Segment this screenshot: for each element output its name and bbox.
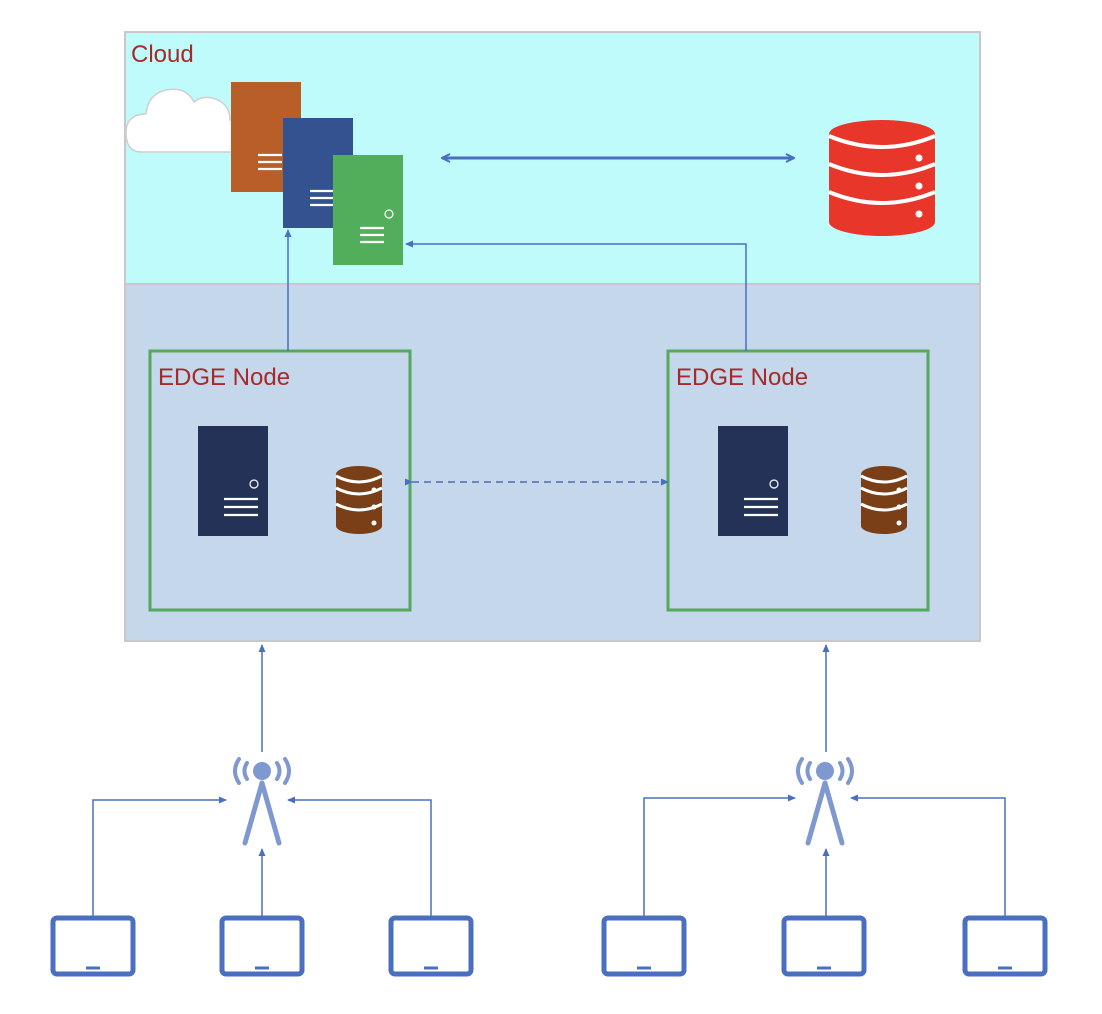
tablet-icon-6 [965, 918, 1045, 974]
database-icon-edge-right [859, 464, 909, 536]
device-3-to-antenna-arrow [287, 796, 432, 918]
cloud-label: Cloud [131, 41, 194, 68]
edge-node-label-left: EDGE Node [158, 364, 290, 391]
tablet-icon-2 [222, 918, 302, 974]
device-1-to-antenna-arrow [92, 796, 227, 918]
server-icon-green [333, 155, 403, 265]
antenna-icon-right [798, 759, 852, 843]
tablet-icon-5 [784, 918, 864, 974]
tablet-icon-3 [391, 918, 471, 974]
edge-node-label-right: EDGE Node [676, 364, 808, 391]
device-6-to-antenna-arrow [850, 794, 1006, 918]
database-icon-edge-left [334, 464, 384, 536]
server-icon-edge-right [718, 426, 788, 536]
device-4-to-antenna-arrow [643, 794, 796, 918]
tablet-icon-4 [604, 918, 684, 974]
tablet-icon-1 [53, 918, 133, 974]
antenna-icon-left [235, 759, 289, 843]
server-icon-edge-left [198, 426, 268, 536]
database-icon-cloud [828, 120, 936, 236]
edge-right-to-cloud-arrow [405, 240, 747, 351]
